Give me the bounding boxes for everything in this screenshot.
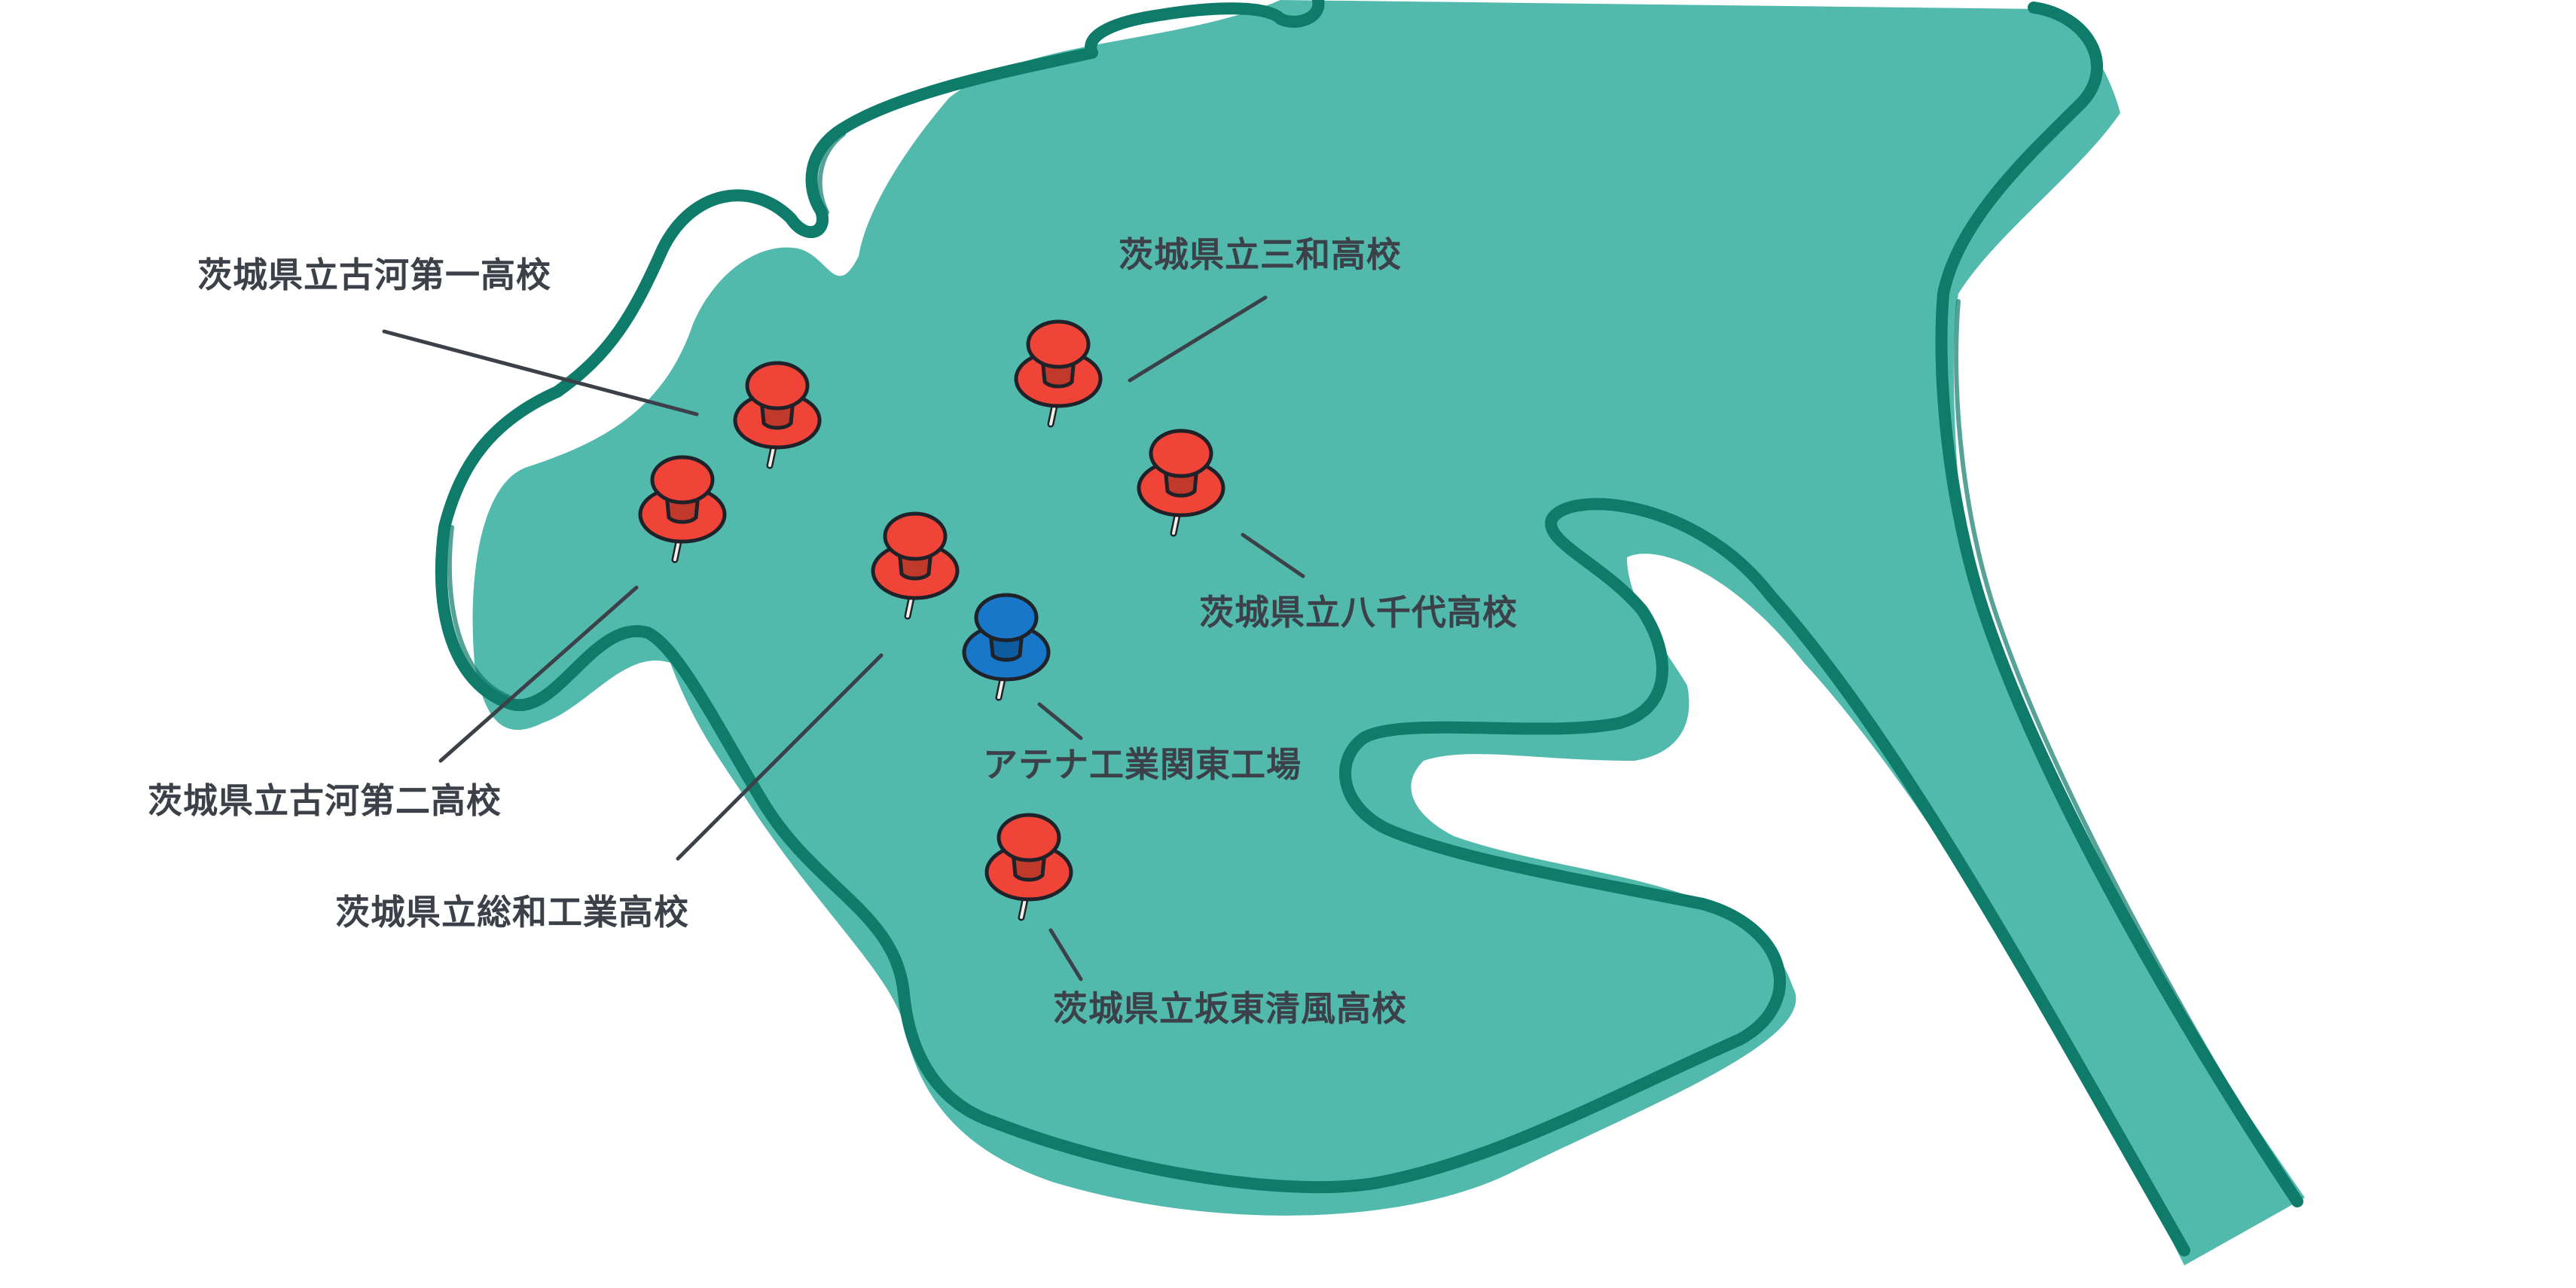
leader-line-sanwa	[1128, 295, 1268, 383]
leader-line-bando-seifu	[1048, 928, 1083, 981]
label-sowa-kogyo: 茨城県立総和工業高校	[335, 892, 689, 932]
region-border	[435, 0, 2303, 1256]
label-sanwa: 茨城県立三和高校	[1119, 234, 1402, 275]
label-yachiyo: 茨城県立八千代高校	[1199, 592, 1518, 633]
label-athena-kanto: アテナ工業関東工場	[983, 744, 1302, 785]
leader-line-yachiyo	[1241, 533, 1305, 578]
label-koga-daini: 茨城県立古河第二高校	[148, 780, 502, 821]
leader-lines	[382, 295, 1305, 981]
label-koga-daiichi: 茨城県立古河第一高校	[197, 255, 551, 295]
region-land-area	[472, 0, 2306, 1265]
leader-line-koga-daini	[438, 585, 639, 763]
leader-line-sowa-kogyo	[676, 653, 884, 861]
leader-line-koga-daiichi	[382, 329, 699, 417]
leader-line-athena-kanto	[1037, 702, 1083, 740]
label-bando-seifu: 茨城県立坂東清風高校	[1053, 988, 1407, 1029]
region-border-inner-stroke	[447, 132, 2292, 1192]
